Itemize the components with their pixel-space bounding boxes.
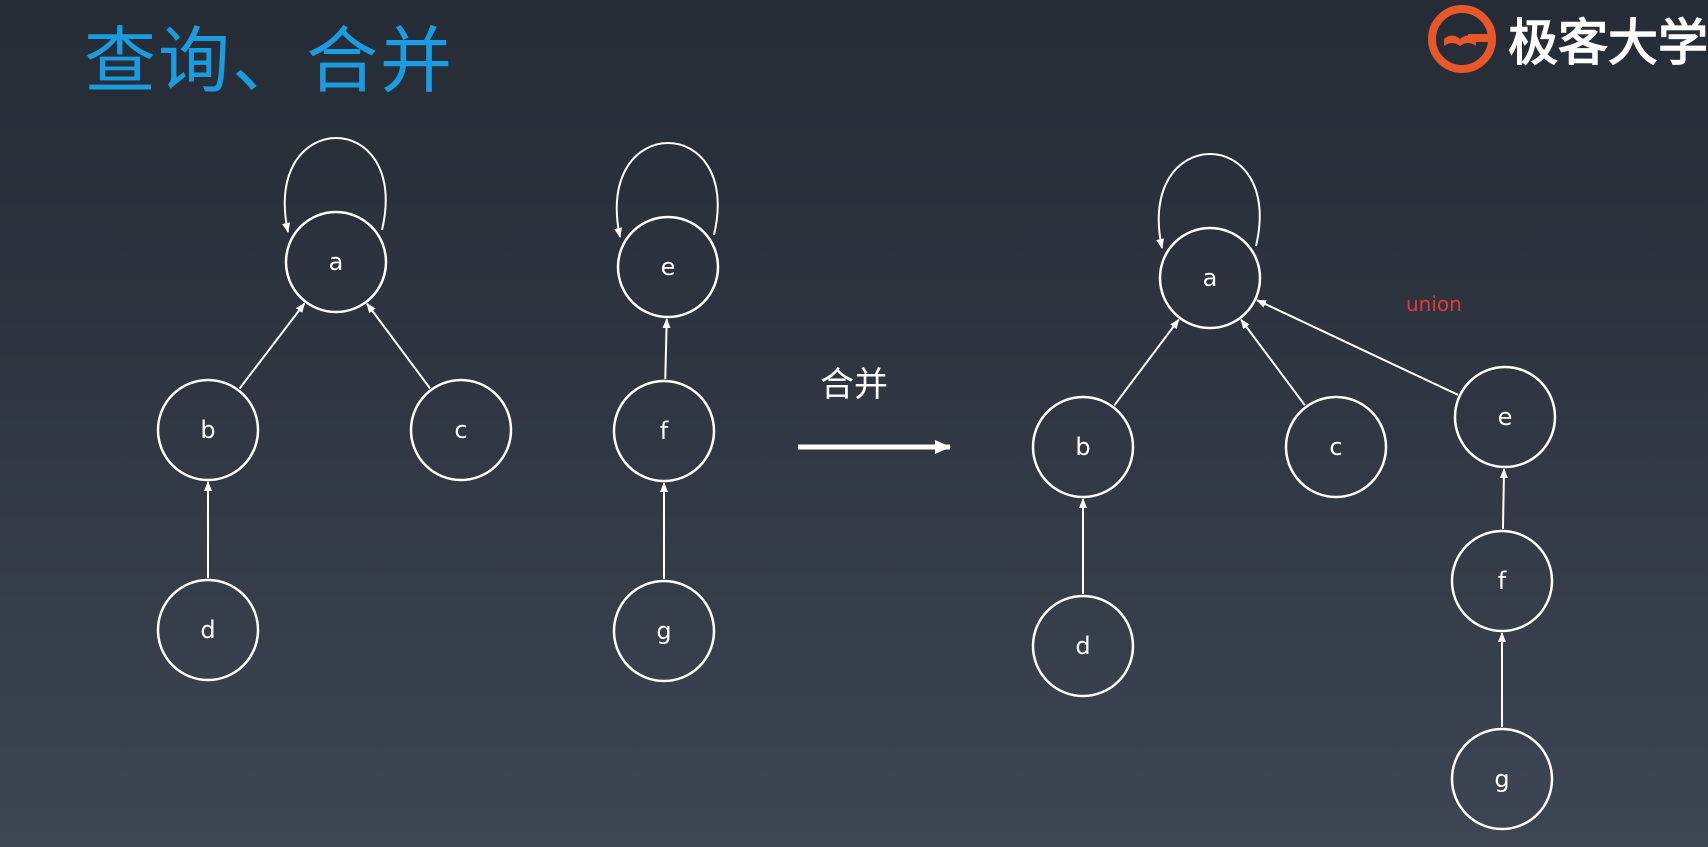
node-circle (1031, 594, 1135, 698)
node-merged-d: d (1031, 594, 1135, 698)
node-label: e (1498, 403, 1513, 431)
edge-merged-e-a (1256, 299, 1459, 396)
node-label: e (661, 253, 676, 281)
node-left2-e: e (614, 142, 720, 319)
node-left1-a: a (282, 137, 388, 314)
edge-merged-c-a (1240, 318, 1306, 406)
node-left1-b: b (156, 378, 260, 482)
merge-label: 合并 (820, 365, 888, 405)
node-merged-a: a (1156, 153, 1262, 330)
node-merged-b: b (1031, 395, 1135, 499)
node-label: f (1498, 567, 1507, 595)
self-loop-arrow (614, 142, 719, 238)
node-label: c (1329, 433, 1342, 461)
node-circle (156, 578, 260, 682)
node-circle (1450, 727, 1554, 831)
self-loop-arrow (1156, 153, 1261, 249)
node-circle (1031, 395, 1135, 499)
node-left1-c: c (409, 378, 513, 482)
node-circle (156, 378, 260, 482)
edge-merged-f-e (1499, 467, 1508, 530)
node-label: c (454, 416, 467, 444)
brand-logo: 极客大学 (1424, 4, 1708, 74)
self-loop-arrow (282, 137, 387, 233)
node-merged-e: e (1453, 365, 1557, 469)
node-circle (409, 378, 513, 482)
node-label: a (1203, 264, 1218, 292)
node-left2-g: g (612, 579, 716, 683)
node-label: b (200, 416, 215, 444)
node-label: b (1075, 433, 1090, 461)
node-circle (612, 579, 716, 683)
node-circle (1450, 529, 1554, 633)
node-circle (612, 379, 716, 483)
edge-left1-b-a (238, 302, 306, 390)
edge-left1-c-a (366, 302, 431, 389)
node-circle (1453, 365, 1557, 469)
node-label: g (656, 617, 671, 645)
geekbang-logo-icon (1428, 5, 1496, 73)
node-merged-g: g (1450, 727, 1554, 831)
edge-merged-b-a (1113, 318, 1180, 407)
node-label: f (660, 417, 669, 445)
edge-left2-f-e (662, 317, 671, 380)
node-circle (284, 210, 388, 314)
page-title: 查询、合并 (84, 19, 455, 103)
node-merged-c: c (1284, 395, 1388, 499)
brand-logo-text: 极客大学 (1508, 14, 1708, 72)
union-label: union (1406, 292, 1462, 316)
node-label: a (329, 248, 344, 276)
node-label: g (1494, 765, 1509, 793)
edges-layer (204, 299, 1508, 727)
node-circle (616, 215, 720, 319)
nodes-layer: a b c d e f g a b c e d f g (156, 137, 1557, 831)
node-label: d (1075, 632, 1090, 660)
node-circle (1158, 226, 1262, 330)
node-merged-f: f (1450, 529, 1554, 633)
node-circle (1284, 395, 1388, 499)
node-label: d (200, 616, 215, 644)
node-left2-f: f (612, 379, 716, 483)
node-left1-d: d (156, 578, 260, 682)
